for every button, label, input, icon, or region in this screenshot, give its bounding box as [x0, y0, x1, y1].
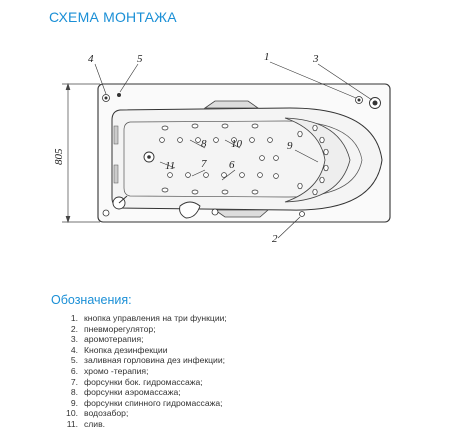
callout-11: 11 — [165, 160, 175, 172]
callout-5: 5 — [137, 53, 143, 65]
air-jet — [177, 137, 183, 143]
side-jet — [251, 123, 259, 129]
callout-8: 8 — [201, 138, 207, 150]
legend-item: 11. слив. — [60, 419, 227, 430]
height-dimension-label: 805 — [53, 148, 65, 165]
legend-item-number: 5. — [70, 355, 78, 366]
faucet-fitting — [112, 195, 128, 210]
legend-item: 9. форсунки спинного гидромассажа; — [60, 398, 227, 409]
legend-item: 6. хромо -терапия; — [60, 366, 227, 377]
air-jet — [195, 137, 201, 143]
disinfection-button — [102, 94, 110, 102]
side-jet — [191, 189, 199, 195]
side-jet — [161, 125, 169, 131]
left-side-strip — [113, 125, 119, 145]
bathtub-installation-diagram: 805 — [53, 51, 391, 245]
callout-10: 10 — [231, 138, 243, 150]
legend-item: 1. кнопка управления на три функции; — [60, 313, 227, 324]
air-jet — [231, 137, 237, 143]
back-jet — [319, 136, 325, 144]
legend-item-number: 6. — [70, 365, 78, 376]
back-jet — [297, 182, 303, 190]
diagram-title: СХЕМА МОНТАЖА — [49, 9, 177, 25]
legend-item: 3. аромотерапия; — [60, 334, 227, 345]
callout-9: 9 — [287, 140, 293, 152]
air-jet — [267, 137, 273, 143]
air-jet — [213, 137, 219, 143]
legend-item: 10. водозабор; — [60, 408, 227, 419]
jets-group — [159, 123, 329, 196]
legend-item-number: 9. — [70, 397, 78, 408]
callout-4: 4 — [88, 53, 94, 65]
legend-item-number: 10. — [66, 408, 78, 419]
legend-item: 8. форсунки аэромассажа; — [60, 387, 227, 398]
callout-1: 1 — [264, 51, 270, 63]
legend-item-text: пневморегулятор; — [84, 323, 156, 334]
legend-item-text: водозабор; — [84, 408, 129, 419]
side-jet — [191, 123, 199, 129]
callout-7: 7 — [201, 158, 207, 170]
legend-item-number: 11. — [66, 418, 78, 429]
side-jet — [221, 123, 229, 129]
legend-item-number: 7. — [70, 376, 78, 387]
side-jet — [221, 189, 229, 195]
air-jet — [203, 172, 209, 178]
side-jet — [161, 187, 169, 193]
back-jet — [323, 148, 329, 156]
legend-item-text: слив. — [84, 418, 106, 429]
side-jet — [251, 189, 259, 195]
legend-item-text: хромо -терапия; — [84, 365, 149, 376]
drain — [143, 151, 155, 163]
callout-6: 6 — [229, 159, 235, 171]
air-jet — [239, 172, 245, 178]
leader-lines — [94, 61, 373, 239]
legend-item: 4. Кнопка дезинфекции — [60, 345, 227, 356]
air-jet — [167, 172, 173, 178]
legend-item-number: 8. — [70, 387, 78, 398]
callout-2: 2 — [272, 233, 278, 245]
air-jet — [257, 172, 263, 178]
legend-item-text: аромотерапия; — [84, 334, 144, 345]
back-jet — [297, 130, 303, 138]
legend-item: 5. заливная горловина дез инфекции; — [60, 355, 227, 366]
bottom-handle — [213, 209, 270, 218]
back-jet — [312, 188, 318, 196]
air-jet — [185, 172, 191, 178]
legend-item-text: форсунки спинного гидромассажа; — [84, 397, 223, 408]
legend-list: 1. кнопка управления на три функции; 2. пне… — [60, 313, 227, 430]
back-jet — [312, 124, 318, 132]
legend-item: 7. форсунки бок. гидромассажа; — [60, 377, 227, 388]
air-jet — [249, 137, 255, 143]
legend-item-text: кнопка управления на три функции; — [84, 313, 227, 323]
back-jet — [323, 164, 329, 172]
legend-item-number: 4. — [70, 344, 78, 355]
disinfection-fill-neck — [117, 93, 121, 97]
left-side-strip-2 — [113, 164, 119, 184]
back-jet — [319, 176, 325, 184]
legend-title: Обозначения: — [51, 293, 132, 307]
water-intake — [179, 201, 219, 219]
legend-item-text: форсунки бок. гидромассажа; — [84, 376, 203, 387]
height-dimension — [62, 82, 100, 224]
legend-item: 2. пневморегулятор; — [60, 324, 227, 335]
legend-item-text: Кнопка дезинфекции — [84, 344, 168, 355]
pneumo-regulator — [102, 209, 305, 217]
legend-item-number: 3. — [70, 334, 78, 345]
air-jet — [259, 155, 265, 161]
top-handle — [203, 100, 260, 109]
air-jet — [159, 137, 165, 143]
air-jet — [273, 155, 279, 161]
legend-item-text: заливная горловина дез инфекции; — [84, 355, 226, 366]
legend-item-number: 1. — [70, 313, 78, 323]
aromatherapy-dispenser — [369, 97, 381, 109]
legend-item-number: 2. — [70, 323, 78, 334]
legend-item-text: форсунки аэромассажа; — [84, 387, 181, 398]
air-jet — [221, 172, 227, 178]
air-jet — [273, 173, 279, 179]
backrest — [284, 117, 351, 203]
control-button-top — [355, 96, 363, 104]
callout-3: 3 — [312, 53, 319, 65]
